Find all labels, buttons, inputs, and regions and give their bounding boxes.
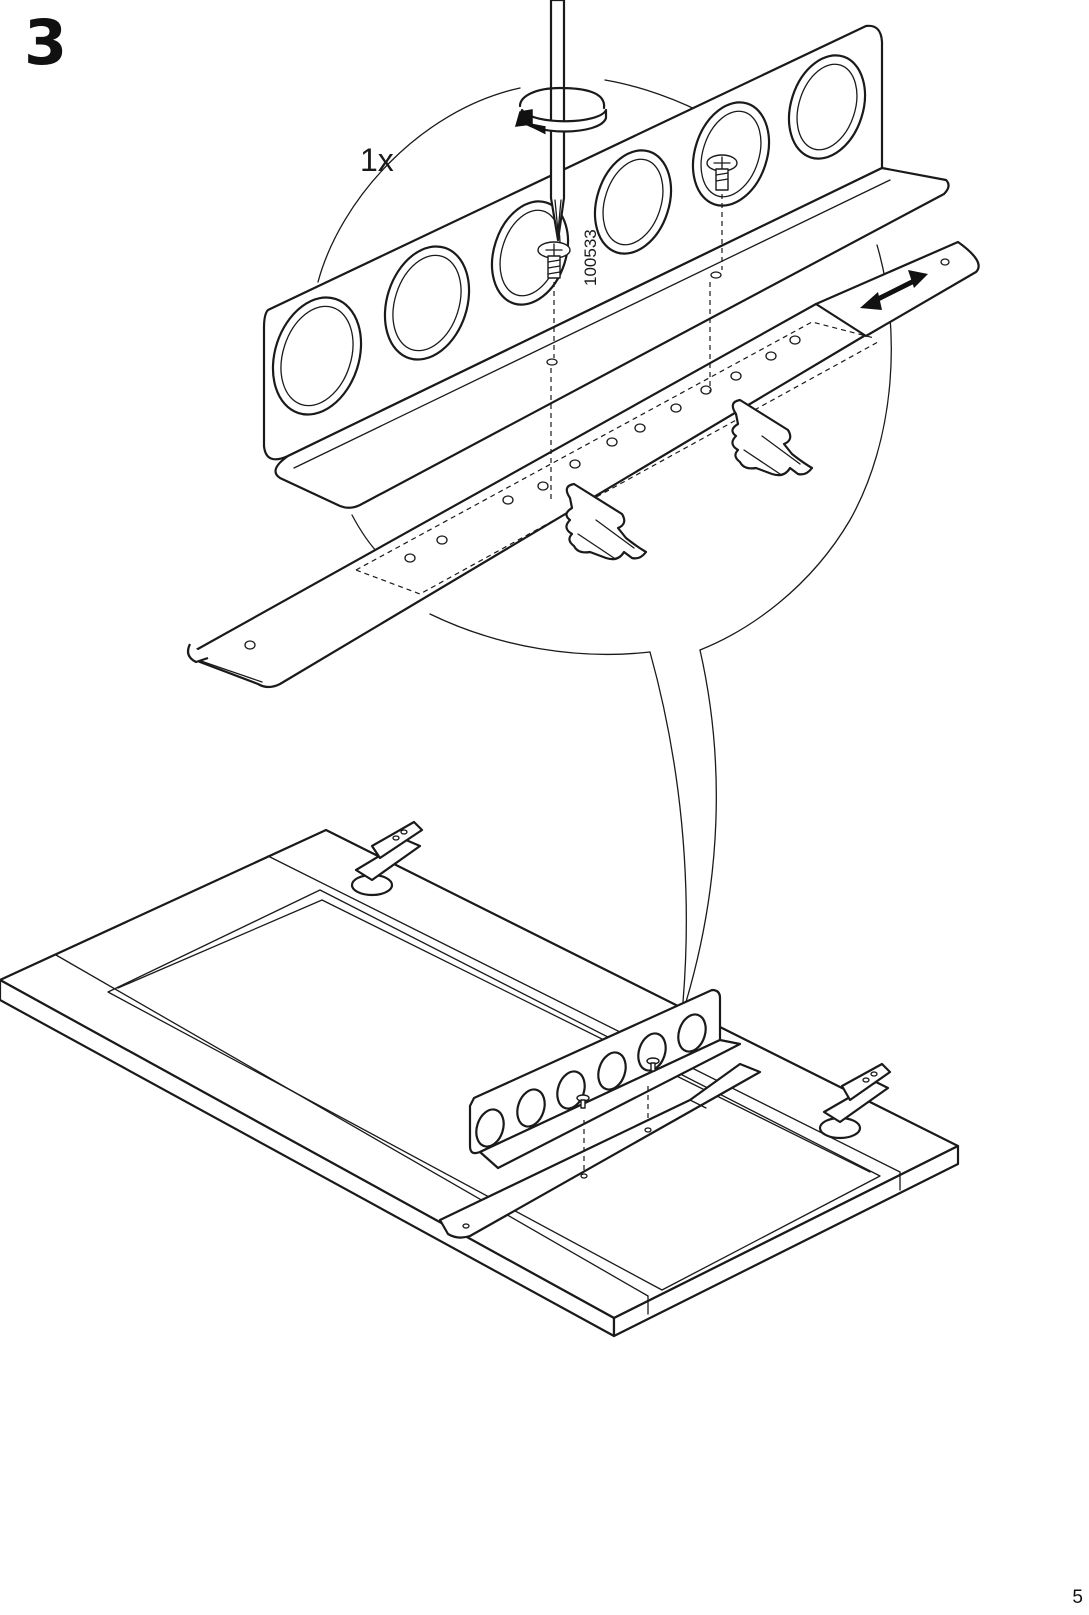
part-number-label: 100533 (581, 229, 600, 286)
pointing-hand-icon (566, 484, 646, 559)
pointing-hand-icon (732, 400, 812, 475)
quantity-label: 1x (360, 142, 394, 178)
page-number: 5 (1072, 1587, 1083, 1609)
door-panel (0, 830, 958, 1336)
